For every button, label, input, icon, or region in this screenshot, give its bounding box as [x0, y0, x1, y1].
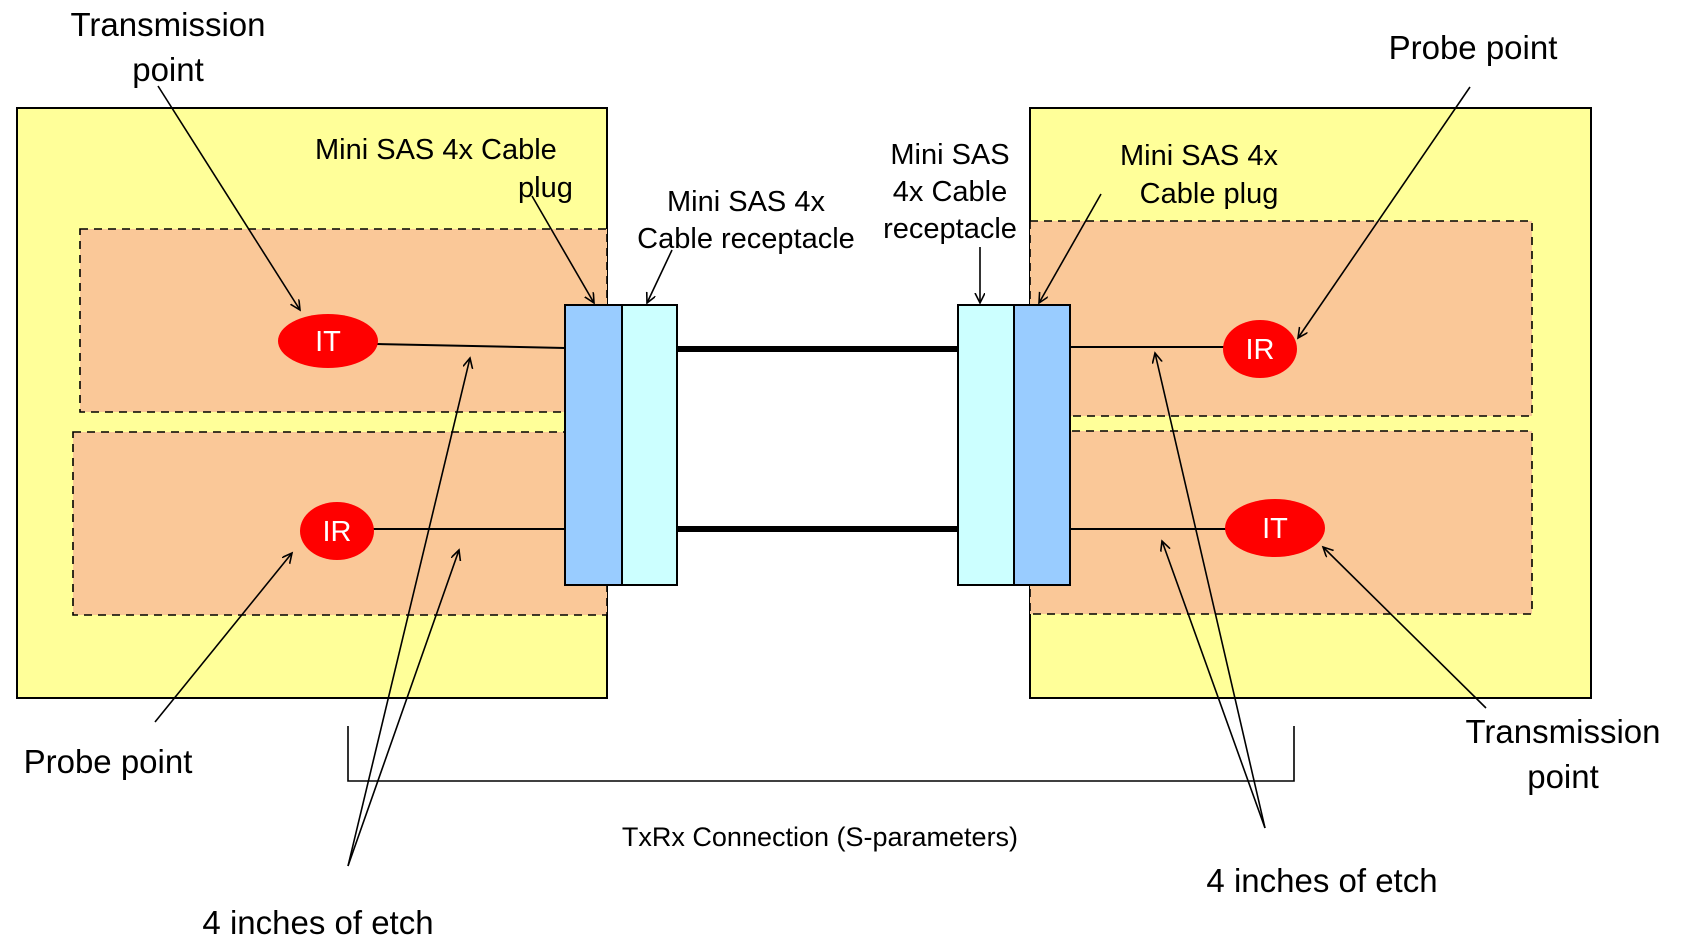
- arrow-probe-right: [1298, 86, 1471, 338]
- node-ir-left: IR: [300, 502, 374, 560]
- arrow-left-receptacle: [647, 249, 673, 303]
- right-plug: [1013, 304, 1071, 586]
- svg-text:IT: IT: [315, 326, 341, 358]
- arrow-etch-right-bottom: [1162, 541, 1266, 829]
- label-etch-left: 4 inches of etch: [202, 904, 433, 935]
- label-transmission-left-1: Transmission: [71, 6, 266, 43]
- arrow-etch-right-top: [1155, 353, 1266, 829]
- arrow-transmission-right: [1323, 547, 1487, 709]
- label-etch-right: 4 inches of etch: [1206, 862, 1437, 899]
- label-right-plug-1: Mini SAS 4x: [1120, 140, 1278, 172]
- svg-text:IR: IR: [323, 516, 352, 548]
- label-left-receptacle-2: Cable receptacle: [637, 223, 855, 255]
- arrow-left-plug: [531, 195, 594, 303]
- arrow-probe-left: [154, 553, 292, 723]
- svg-text:IR: IR: [1246, 334, 1275, 366]
- arrow-etch-left-bottom: [347, 550, 459, 867]
- label-connection: TxRx Connection (S-parameters): [622, 822, 1018, 852]
- sparam-bracket: [347, 726, 1295, 782]
- left-receptacle: [621, 304, 678, 586]
- label-right-receptacle-1: Mini SAS: [890, 139, 1009, 171]
- arrow-right-plug: [1039, 193, 1102, 303]
- label-right-receptacle-2: 4x Cable: [893, 176, 1007, 208]
- label-left-receptacle-1: Mini SAS 4x: [667, 186, 825, 218]
- trace-left-top: [376, 343, 566, 349]
- node-it-right: IT: [1225, 499, 1325, 557]
- label-transmission-right-2: point: [1527, 758, 1599, 795]
- right-lane-top: [1029, 220, 1533, 417]
- svg-text:IT: IT: [1262, 513, 1288, 545]
- right-receptacle: [957, 304, 1015, 586]
- label-right-plug-2: Cable plug: [1140, 178, 1279, 210]
- arrow-transmission-left: [157, 85, 300, 310]
- node-ir-right: IR: [1223, 320, 1297, 378]
- label-right-receptacle-3: receptacle: [883, 213, 1017, 245]
- node-it-left: IT: [278, 314, 378, 368]
- label-left-plug-1: Mini SAS 4x Cable: [315, 134, 557, 166]
- label-transmission-left-2: point: [132, 51, 204, 88]
- label-left-plug-2: plug: [518, 172, 573, 204]
- label-probe-left: Probe point: [24, 743, 193, 780]
- label-transmission-right-1: Transmission: [1466, 713, 1661, 750]
- label-probe-right: Probe point: [1389, 29, 1558, 66]
- left-plug: [564, 304, 623, 586]
